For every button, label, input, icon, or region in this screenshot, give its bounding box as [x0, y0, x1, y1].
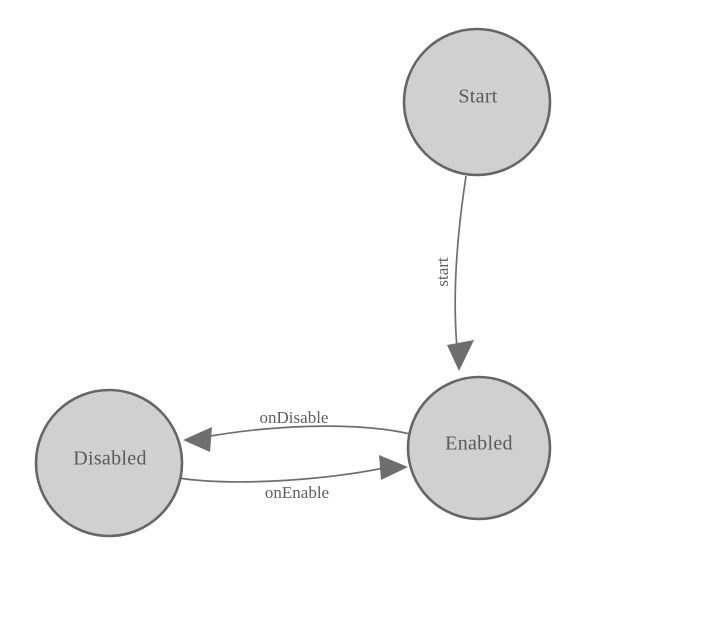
edge-label-on-disable: onDisable	[260, 408, 329, 427]
edge-disabled-to-enabled-arrowhead	[379, 455, 408, 480]
edge-start-to-enabled-path	[454, 175, 467, 349]
node-start-circle	[402, 27, 552, 177]
node-enabled-circle	[406, 375, 552, 521]
node-disabled-circle	[34, 388, 184, 538]
edge-enabled-to-disabled-path	[204, 425, 411, 438]
node-disabled[interactable]: Disabled	[34, 388, 184, 538]
node-disabled-label: Disabled	[73, 448, 147, 470]
edge-start-to-enabled-arrowhead	[447, 340, 474, 371]
node-enabled[interactable]: Enabled	[406, 375, 552, 521]
edge-enabled-to-disabled[interactable]: onDisable	[183, 408, 411, 452]
node-start-label: Start	[458, 86, 497, 108]
edge-start-to-enabled[interactable]: start	[433, 175, 474, 371]
edge-label-start: start	[433, 257, 452, 287]
edge-disabled-to-enabled[interactable]: onEnable	[177, 455, 408, 502]
edge-disabled-to-enabled-path	[177, 467, 385, 483]
node-start[interactable]: Start	[402, 27, 552, 177]
edge-label-on-enable: onEnable	[265, 483, 329, 502]
node-enabled-label: Enabled	[445, 433, 513, 455]
edge-enabled-to-disabled-arrowhead	[183, 427, 212, 452]
